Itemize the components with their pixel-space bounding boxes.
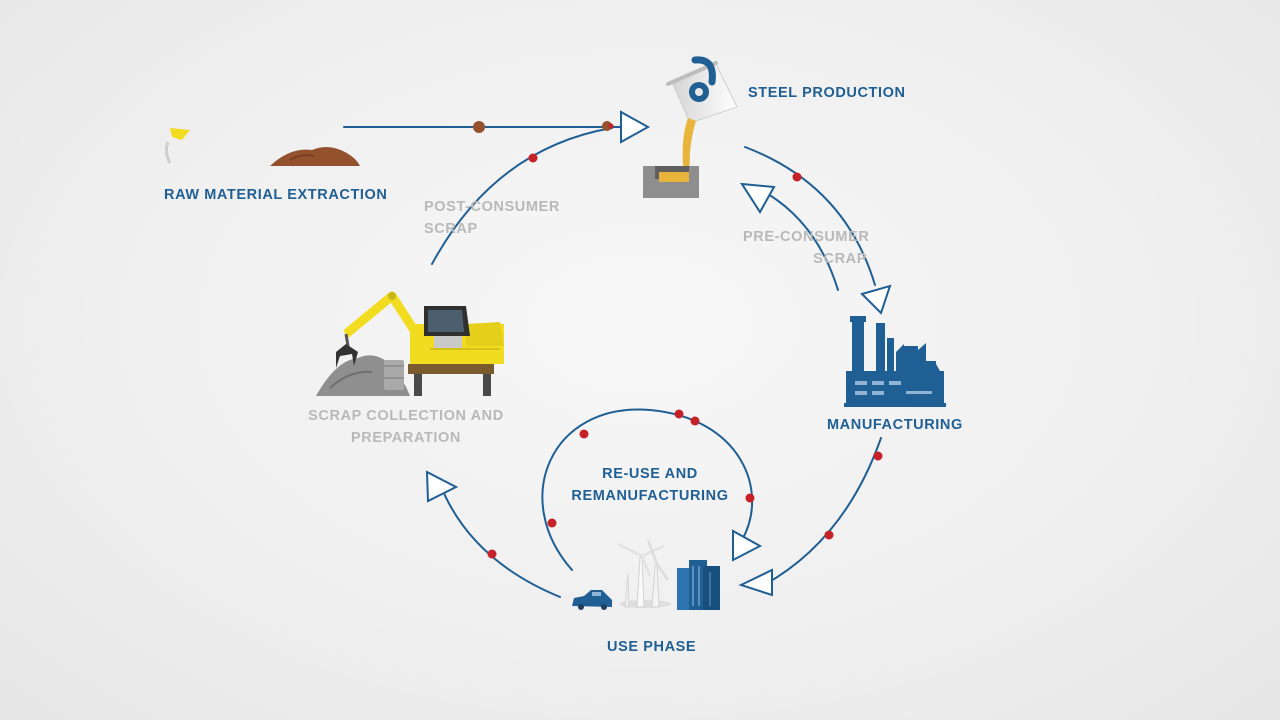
flow-marker (487, 549, 497, 559)
arrowhead-into-use-phase (738, 568, 773, 597)
flow-marker (792, 172, 802, 182)
mining-bucket-icon (164, 128, 190, 164)
arrowhead-into-steel-production (620, 110, 651, 144)
car-icon (572, 590, 612, 610)
buildings-icon (677, 560, 720, 610)
arrowhead-into-scrap-collection (425, 470, 459, 503)
production-to-manufacturing-line (744, 146, 876, 286)
pre-consumer-scrap-label: PRE-CONSUMER SCRAP (743, 226, 870, 270)
steel-production-label: STEEL PRODUCTION (748, 85, 906, 101)
flow-marker (745, 493, 755, 503)
flow-marker (690, 416, 700, 426)
pre-consumer-label-line2: SCRAP (813, 251, 867, 267)
ore-flow-marker (473, 121, 485, 133)
use-phase-label: USE PHASE (607, 639, 697, 655)
use-to-scrap-line (439, 483, 561, 598)
factory-icon (844, 316, 946, 407)
reuse-label-line1: RE-USE AND (602, 466, 698, 482)
reuse-label-line2: REMANUFACTURING (571, 488, 729, 504)
steel-mold-icon (643, 166, 699, 198)
scrap-collection-label: SCRAP COLLECTION AND PREPARATION (300, 405, 512, 449)
arrowhead-into-manufacturing (860, 284, 892, 315)
flow-marker (873, 451, 883, 461)
scrap-collection-label-line2: PREPARATION (351, 430, 461, 446)
post-consumer-scrap-label: POST-CONSUMER SCRAP (424, 196, 560, 240)
ore-pile-icon (270, 146, 360, 166)
flow-marker (579, 429, 589, 439)
pre-consumer-label-line1: PRE-CONSUMER (743, 229, 870, 245)
flow-marker (547, 518, 557, 528)
ore-flow-particle (602, 121, 614, 131)
flow-marker (674, 409, 684, 419)
arrowhead-reuse-loop (732, 529, 763, 562)
excavator-icon (316, 291, 504, 396)
manufacturing-to-use-line (763, 437, 882, 586)
reuse-loop-line (541, 408, 754, 571)
pre-consumer-flow-line (767, 193, 839, 291)
flow-marker (528, 153, 538, 163)
manufacturing-label: MANUFACTURING (827, 417, 963, 433)
reuse-remanufacturing-label: RE-USE AND REMANUFACTURING (560, 463, 740, 507)
scrap-collection-label-line1: SCRAP COLLECTION AND (308, 408, 504, 424)
post-consumer-flow-line (431, 127, 613, 265)
arrowhead-pre-consumer-return (740, 182, 776, 214)
post-consumer-label-line1: POST-CONSUMER (424, 199, 560, 215)
flow-marker (824, 530, 834, 540)
wind-turbine-icon (617, 539, 671, 608)
post-consumer-label-line2: SCRAP (424, 221, 478, 237)
raw-material-extraction-label: RAW MATERIAL EXTRACTION (164, 187, 388, 203)
ladle-icon (666, 56, 738, 176)
